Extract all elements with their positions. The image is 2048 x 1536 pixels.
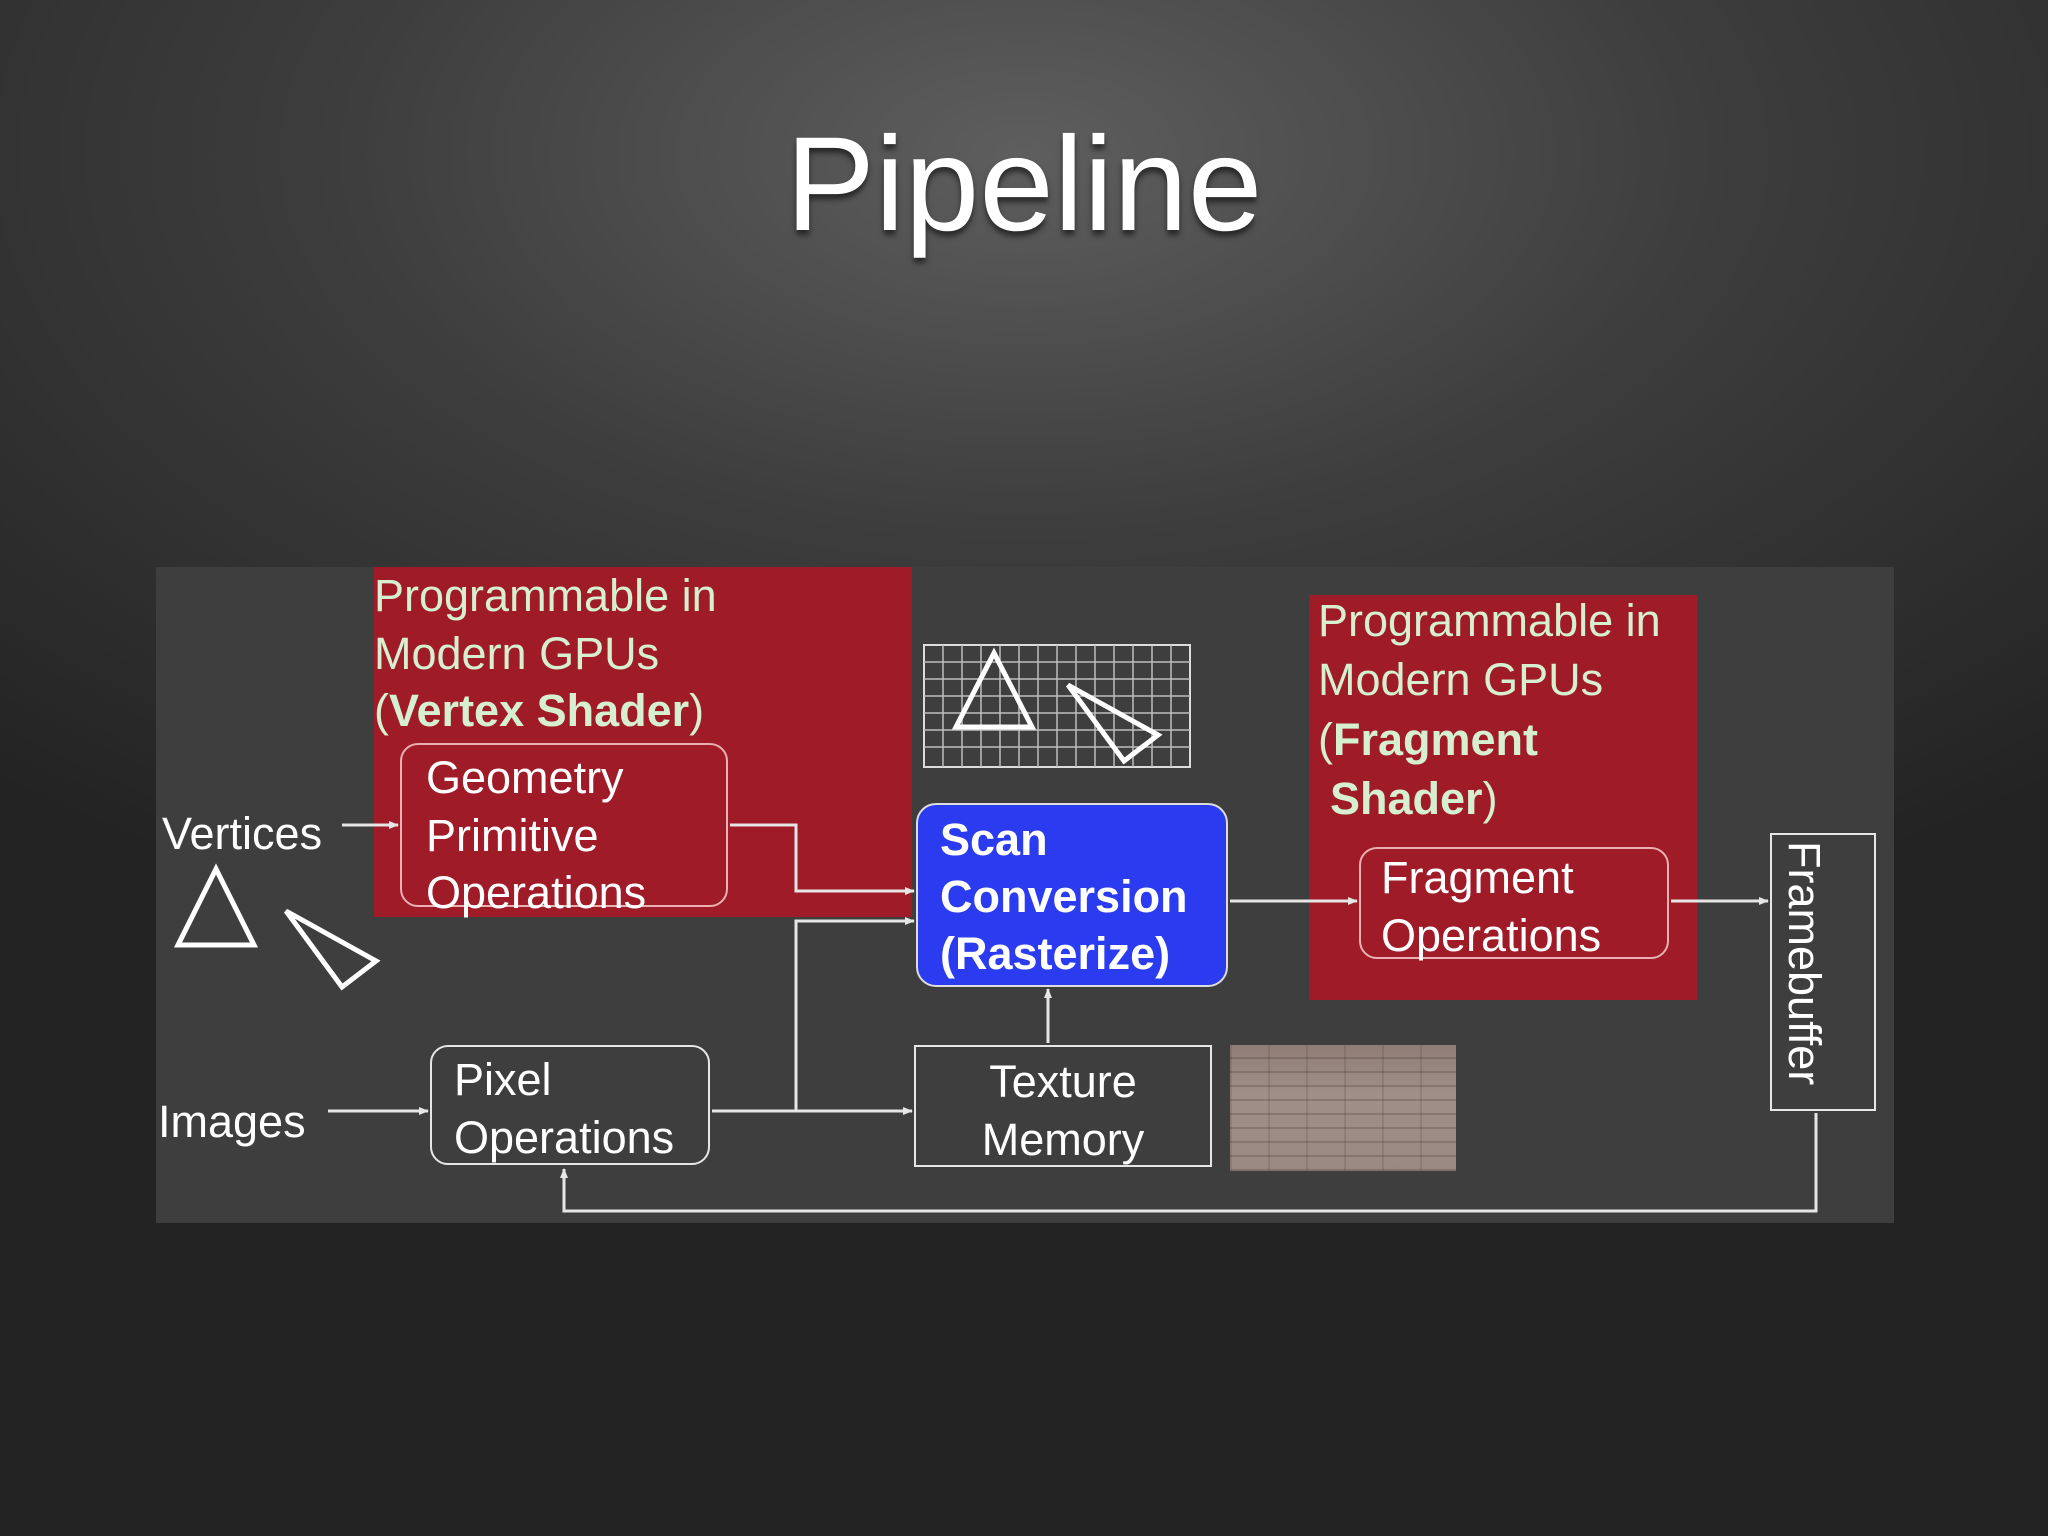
vertex-triangle-icon [178, 869, 254, 945]
pipeline-diagram: Programmable in Modern GPUs (Vertex Shad… [156, 567, 1894, 1223]
vertex-triangle-rotated-icon [286, 911, 376, 987]
raster-triangle-icon [956, 653, 1032, 727]
framebuffer-feedback-arrow [564, 1113, 1816, 1211]
raster-grid-icon [924, 645, 1190, 767]
geometry-to-scan-arrow [730, 825, 914, 891]
pixel-to-scan-arrow [796, 921, 914, 1111]
diagram-connectors [156, 567, 1894, 1223]
slide-title: Pipeline [0, 118, 2048, 252]
